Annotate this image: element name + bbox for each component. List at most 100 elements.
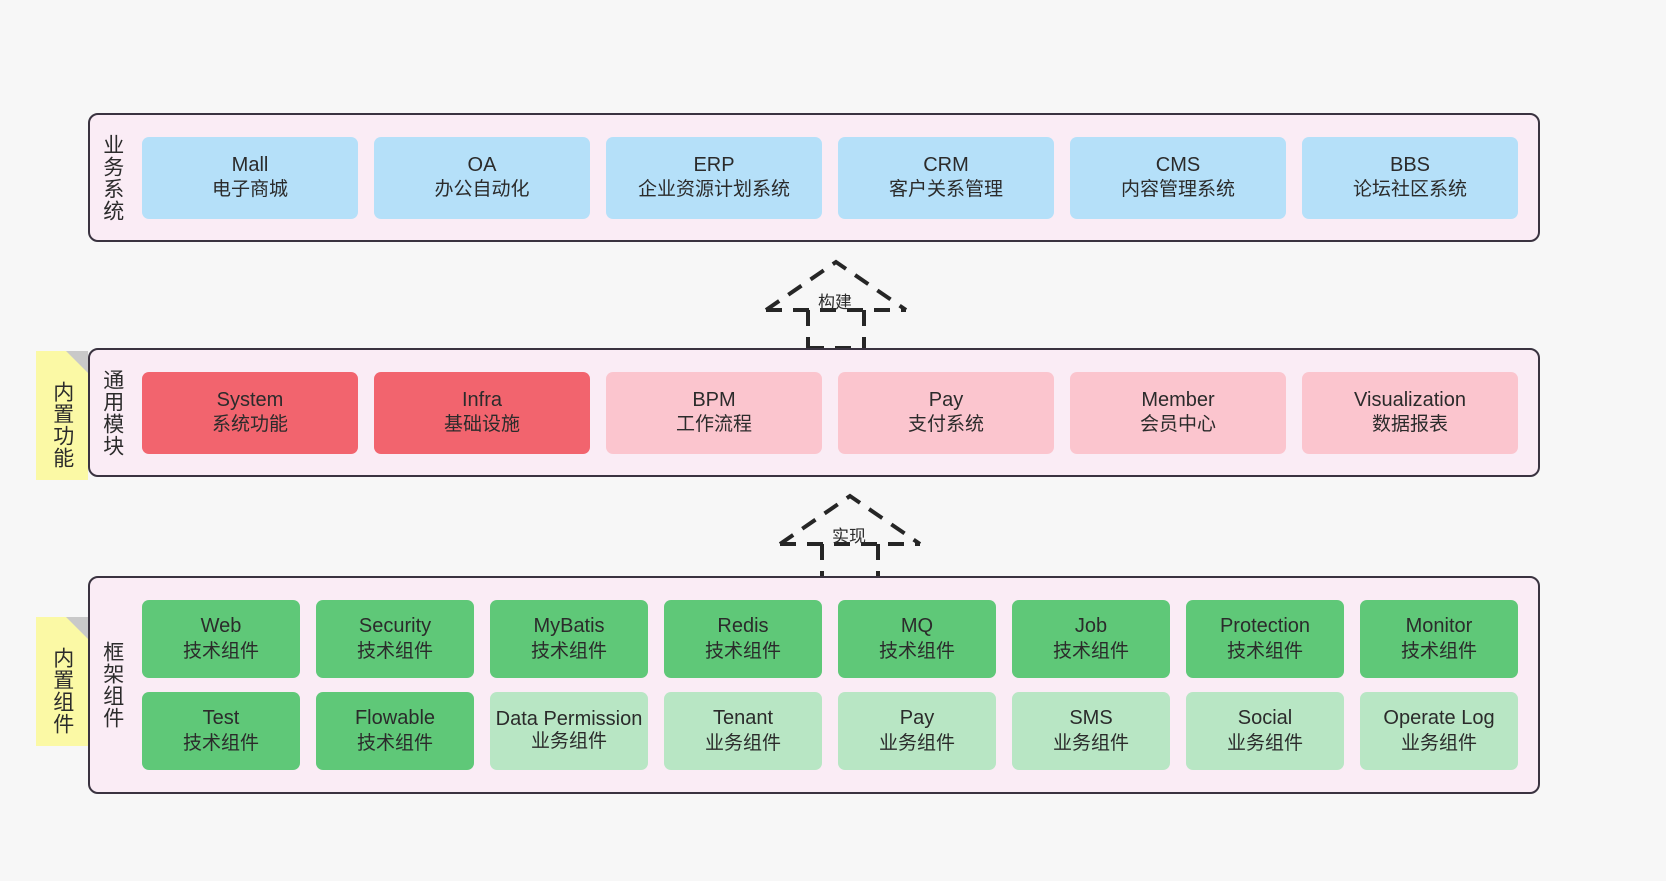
node-social-title: Social [1237,707,1293,730]
node-sms[interactable]: SMS 业务组件 [1012,692,1170,770]
layer-business-system: 业务系统 Mall 电子商城 OA 办公自动化 ERP 企业资源计划系统 CRM… [88,113,1540,242]
sticky-note-builtin-function-label: 内置功能 [50,380,74,469]
layer-common-module: 通用模块 System 系统功能 Infra 基础设施 BPM 工作流程 Pay… [88,348,1540,477]
node-mall-title: Mall [231,153,269,176]
node-infra[interactable]: Infra 基础设施 [374,371,590,454]
node-member-title: Member [1141,388,1215,411]
node-pay-module-title: Pay [928,388,964,411]
node-visualization-subtitle: 数据报表 [1371,414,1448,436]
node-system-title: System [216,388,284,411]
sticky-note-builtin-component: 内置组件 [36,617,88,746]
layer-framework-component: 框架组件 Web 技术组件 Security 技术组件 MyBatis 技术组件… [88,576,1540,794]
layer-business-label: 业务系统 [100,133,124,222]
node-web-title: Web [200,615,242,638]
node-protection[interactable]: Protection 技术组件 [1186,600,1344,678]
node-data-permission-subtitle: 业务组件 [530,730,607,752]
node-system[interactable]: System 系统功能 [142,371,358,454]
node-mq[interactable]: MQ 技术组件 [838,600,996,678]
node-bbs[interactable]: BBS 论坛社区系统 [1302,136,1518,219]
node-pay-component-title: Pay [899,707,935,730]
node-job-subtitle: 技术组件 [1052,640,1129,662]
node-mq-subtitle: 技术组件 [878,640,955,662]
node-oa-title: OA [467,153,497,176]
node-bpm[interactable]: BPM 工作流程 [606,371,822,454]
node-protection-subtitle: 技术组件 [1226,640,1303,662]
node-security-subtitle: 技术组件 [356,640,433,662]
node-pay-module-subtitle: 支付系统 [907,414,984,436]
node-bpm-title: BPM [692,388,736,411]
node-oa[interactable]: OA 办公自动化 [374,136,590,219]
node-sms-subtitle: 业务组件 [1052,732,1129,754]
node-test-subtitle: 技术组件 [182,732,259,754]
node-pay-component[interactable]: Pay 业务组件 [838,692,996,770]
node-mybatis-title: MyBatis [533,615,605,638]
node-redis[interactable]: Redis 技术组件 [664,600,822,678]
node-mybatis[interactable]: MyBatis 技术组件 [490,600,648,678]
node-redis-subtitle: 技术组件 [704,640,781,662]
framework-row-business: Test 技术组件 Flowable 技术组件 Data Permission … [142,692,1518,770]
node-operate-log-subtitle: 业务组件 [1400,732,1477,754]
node-flowable[interactable]: Flowable 技术组件 [316,692,474,770]
node-pay-module[interactable]: Pay 支付系统 [838,371,1054,454]
layer-business-nodes: Mall 电子商城 OA 办公自动化 ERP 企业资源计划系统 CRM 客户关系… [134,115,1538,240]
node-data-permission-title: Data Permission [495,707,643,730]
node-bbs-subtitle: 论坛社区系统 [1352,179,1467,201]
node-social[interactable]: Social 业务组件 [1186,692,1344,770]
node-tenant-title: Tenant [712,707,774,730]
node-protection-title: Protection [1219,615,1311,638]
node-data-permission[interactable]: Data Permission 业务组件 [490,692,648,770]
node-crm-title: CRM [923,153,969,176]
node-visualization[interactable]: Visualization 数据报表 [1302,371,1518,454]
node-monitor[interactable]: Monitor 技术组件 [1360,600,1518,678]
layer-framework-nodes: Web 技术组件 Security 技术组件 MyBatis 技术组件 Redi… [134,578,1538,792]
node-visualization-title: Visualization [1354,388,1466,411]
node-operate-log-title: Operate Log [1383,707,1495,730]
connector-build: 构建 [756,258,916,350]
node-mq-title: MQ [900,615,934,638]
node-crm[interactable]: CRM 客户关系管理 [838,136,1054,219]
node-member[interactable]: Member 会员中心 [1070,371,1286,454]
node-tenant-subtitle: 业务组件 [704,732,781,754]
node-crm-subtitle: 客户关系管理 [888,179,1003,201]
connector-build-label: 构建 [818,293,852,312]
sticky-note-builtin-component-label: 内置组件 [50,646,74,735]
node-redis-title: Redis [717,615,769,638]
node-system-subtitle: 系统功能 [211,414,288,436]
layer-common-nodes: System 系统功能 Infra 基础设施 BPM 工作流程 Pay 支付系统… [134,350,1538,475]
node-erp-subtitle: 企业资源计划系统 [637,179,790,201]
node-erp[interactable]: ERP 企业资源计划系统 [606,136,822,219]
node-mall[interactable]: Mall 电子商城 [142,136,358,219]
node-operate-log[interactable]: Operate Log 业务组件 [1360,692,1518,770]
sticky-note-builtin-function: 内置功能 [36,351,88,480]
node-security[interactable]: Security 技术组件 [316,600,474,678]
node-member-subtitle: 会员中心 [1139,414,1216,436]
node-job[interactable]: Job 技术组件 [1012,600,1170,678]
node-infra-title: Infra [461,388,503,411]
node-monitor-title: Monitor [1405,615,1473,638]
node-bpm-subtitle: 工作流程 [675,414,752,436]
fold-corner-icon [66,617,88,639]
node-social-subtitle: 业务组件 [1226,732,1303,754]
node-flowable-title: Flowable [354,707,436,730]
node-job-title: Job [1074,615,1108,638]
node-web[interactable]: Web 技术组件 [142,600,300,678]
connector-implement: 实现 [770,492,930,584]
node-oa-subtitle: 办公自动化 [434,179,530,201]
node-cms-subtitle: 内容管理系统 [1120,179,1235,201]
node-test[interactable]: Test 技术组件 [142,692,300,770]
node-cms-title: CMS [1155,153,1201,176]
node-cms[interactable]: CMS 内容管理系统 [1070,136,1286,219]
node-security-title: Security [358,615,432,638]
framework-row-tech: Web 技术组件 Security 技术组件 MyBatis 技术组件 Redi… [142,600,1518,678]
node-test-title: Test [202,707,240,730]
node-pay-component-subtitle: 业务组件 [878,732,955,754]
node-tenant[interactable]: Tenant 业务组件 [664,692,822,770]
fold-corner-icon [66,351,88,373]
node-flowable-subtitle: 技术组件 [356,732,433,754]
layer-framework-label: 框架组件 [100,641,124,729]
node-mall-subtitle: 电子商城 [211,179,288,201]
node-bbs-title: BBS [1389,153,1431,176]
layer-common-label: 通用模块 [100,368,124,457]
node-monitor-subtitle: 技术组件 [1400,640,1477,662]
